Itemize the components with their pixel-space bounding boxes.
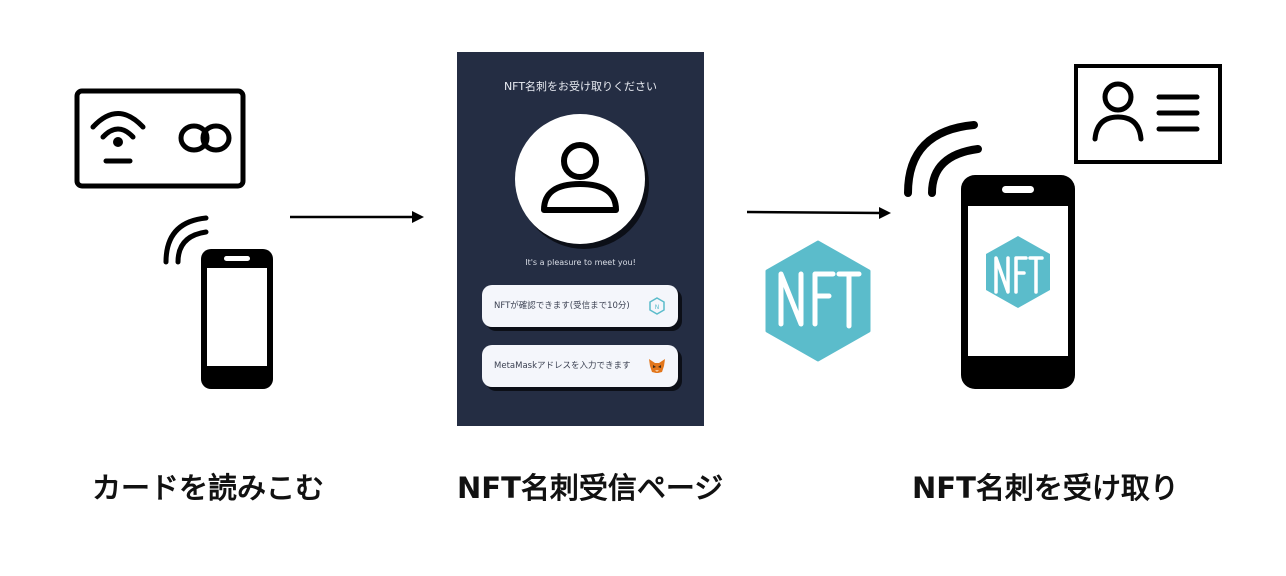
step1-caption: カードを読みこむ [92,471,325,505]
metamask-address-label: MetaMaskアドレスを入力できます [494,361,631,371]
signal-waves-icon-2 [904,121,982,197]
arrow-right-1 [290,211,424,223]
card-signal-icon [90,111,146,140]
signal-waves-icon [163,215,209,265]
step2-caption: NFT名刺受信ページ [457,471,724,505]
metamask-address-button[interactable]: MetaMaskアドレスを入力できます [482,345,678,387]
step3-caption: NFT名刺を受け取り [912,471,1179,505]
nft-cube-icon: N [649,297,665,315]
smartphone-icon [201,249,273,389]
card-chip-icon [178,123,232,153]
nfc-card-illustration [74,88,246,189]
svg-text:N: N [655,304,660,311]
arrow-right-2 [746,207,891,219]
screen-title: NFT名刺をお受け取りください [503,80,658,93]
business-card-icon [1074,64,1222,164]
user-icon [541,142,619,213]
greeting-text: It's a pleasure to meet you! [525,258,636,267]
smartphone-nft-icon [961,175,1075,389]
avatar [515,114,645,244]
nft-receive-page-screen: NFT名刺をお受け取りください It's a pleasure to meet … [457,52,704,426]
nft-check-button[interactable]: NFTが確認できます(受信まで10分) N [482,285,678,327]
nft-check-label: NFTが確認できます(受信まで10分) [494,301,630,311]
metamask-fox-icon [649,359,665,373]
nft-logo-icon [765,240,871,362]
